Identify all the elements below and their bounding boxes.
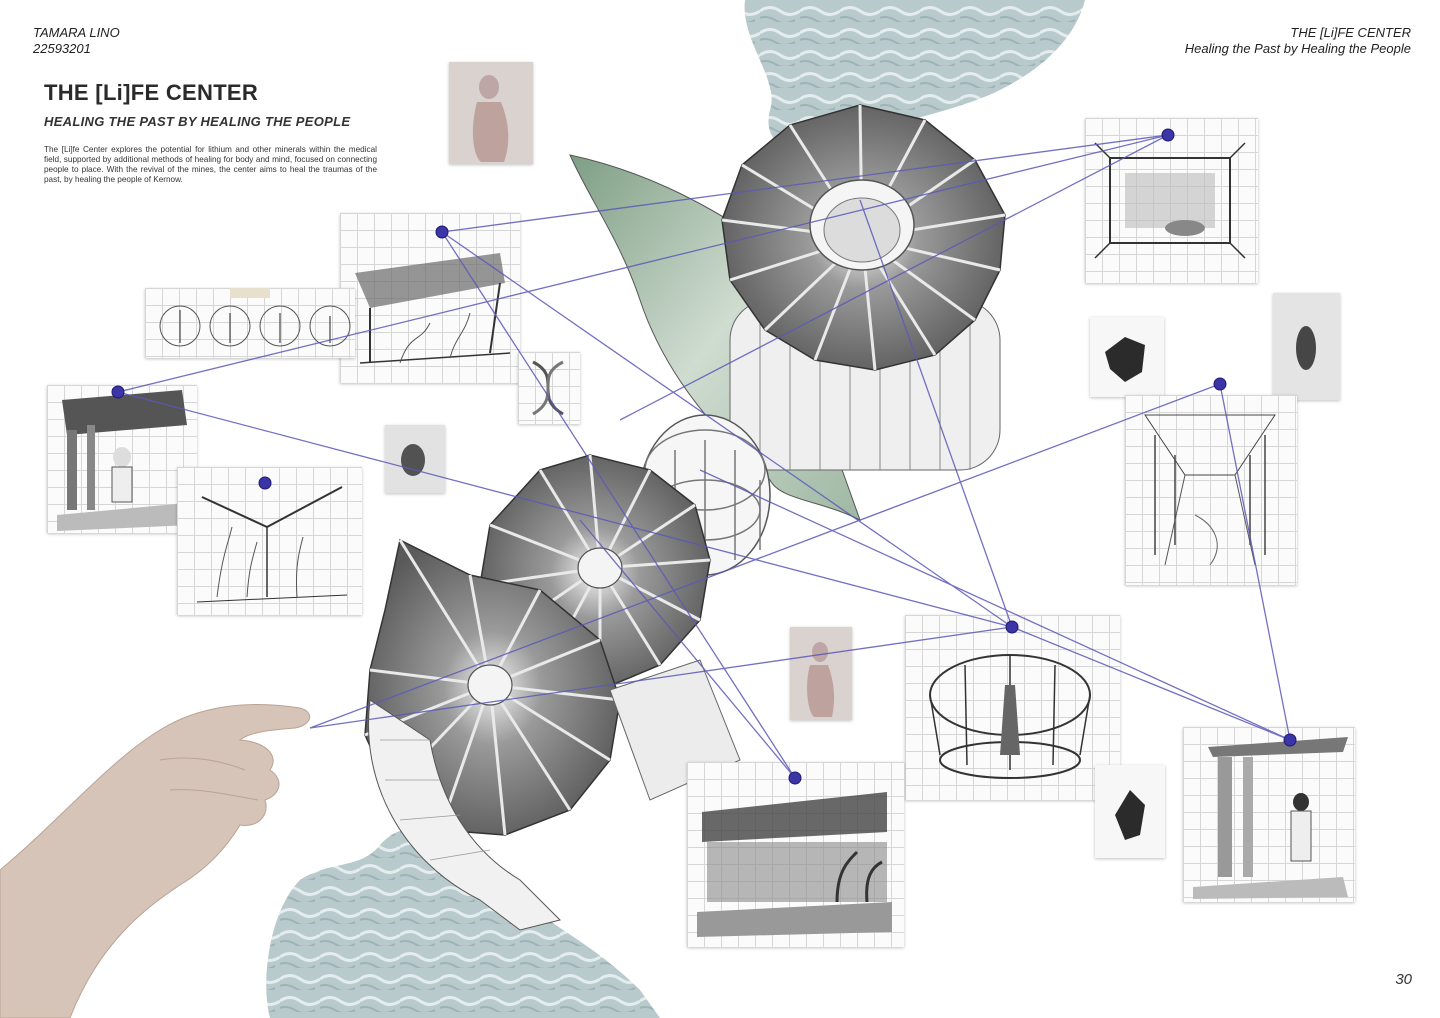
plant-circles-icon bbox=[159, 288, 351, 347]
blur-figure-card-left[interactable] bbox=[385, 425, 445, 493]
sketch-card-interior-room[interactable] bbox=[1085, 118, 1258, 283]
blurred-figure-icon bbox=[401, 444, 425, 476]
mineral-rock-icon bbox=[1105, 337, 1145, 382]
forest-room-sketch-icon bbox=[196, 486, 348, 603]
hall-figure-icon bbox=[1193, 737, 1348, 899]
garden-ring-sketch-icon bbox=[929, 654, 1091, 779]
mineral-rock-card-2[interactable] bbox=[1095, 765, 1165, 858]
plant-study-card[interactable] bbox=[145, 288, 355, 358]
blurred-figure-icon-2 bbox=[1296, 326, 1316, 370]
student-id: 22593201 bbox=[33, 41, 91, 56]
dna-helix-icon bbox=[532, 360, 564, 416]
xray-figure-icon-2 bbox=[807, 642, 835, 717]
blur-figure-card-right[interactable] bbox=[1273, 293, 1340, 400]
corridor-figure-icon bbox=[57, 390, 192, 531]
project-tagline: Healing the Past by Healing the People bbox=[1184, 41, 1411, 56]
author-block: TAMARA LINO 22593201 bbox=[33, 25, 120, 57]
main-canopy bbox=[721, 104, 1006, 371]
project-title: THE [Li]FE CENTER bbox=[1290, 25, 1411, 40]
mineral-rock-card-1[interactable] bbox=[1090, 317, 1164, 397]
mineral-rock-icon-2 bbox=[1115, 790, 1145, 840]
sketch-card-garden-ring[interactable] bbox=[905, 615, 1120, 800]
page-subtitle: HEALING THE PAST BY HEALING THE PEOPLE bbox=[44, 114, 351, 129]
xray-figure-icon bbox=[472, 75, 509, 162]
project-header: THE [Li]FE CENTER Healing the Past by He… bbox=[1185, 25, 1411, 57]
arcade-sketch-icon bbox=[1144, 414, 1276, 566]
pavilion-sketch-icon bbox=[355, 253, 511, 364]
planted-room-icon bbox=[697, 792, 892, 937]
xray-body-card-top[interactable] bbox=[449, 62, 533, 164]
photo-card-person-hall[interactable] bbox=[1183, 727, 1355, 902]
sketch-card-pavilion[interactable] bbox=[340, 213, 520, 383]
xray-body-card-bottom[interactable] bbox=[790, 627, 852, 720]
author-name: TAMARA LINO bbox=[33, 25, 120, 40]
sketch-card-forest-room[interactable] bbox=[177, 467, 362, 615]
page-number: 30 bbox=[1395, 971, 1412, 988]
photo-card-person-corridor[interactable] bbox=[47, 385, 197, 533]
interior-room-sketch-icon bbox=[1094, 142, 1246, 259]
sketch-card-arcade[interactable] bbox=[1125, 395, 1297, 585]
photo-card-planted-room[interactable] bbox=[687, 762, 904, 947]
hand-photo bbox=[0, 704, 310, 1018]
dna-helix-card[interactable] bbox=[518, 352, 580, 424]
page-title: THE [Li]FE CENTER bbox=[44, 80, 259, 105]
